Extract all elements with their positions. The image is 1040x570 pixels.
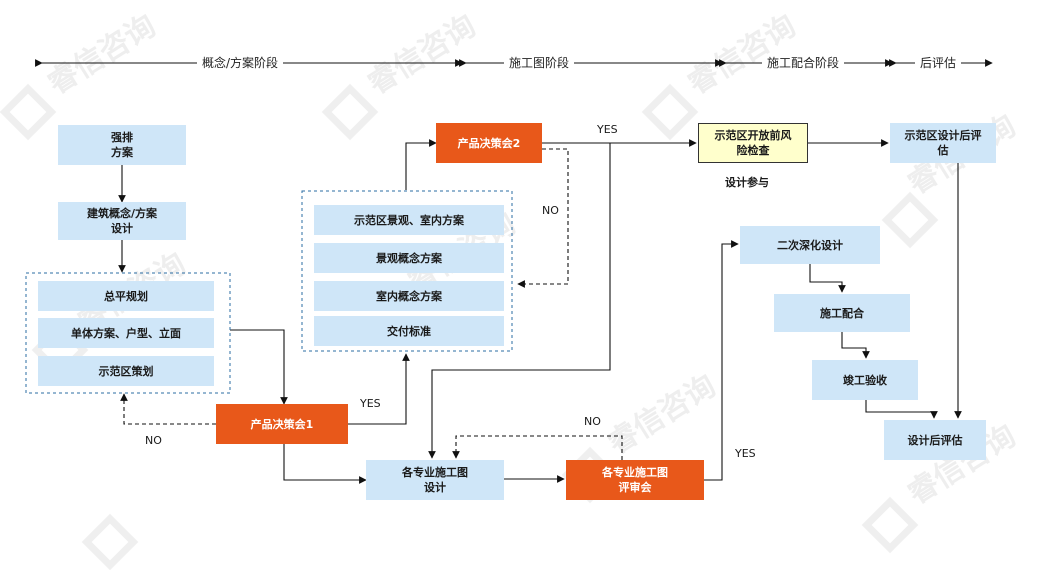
phase-label-construction-drawing: 施工图阶段 [504,56,575,70]
arrow-decision1-yes [348,353,410,425]
box-deepening: 二次深化设计 [740,226,880,264]
arrow-acceptance-posteval [865,400,938,419]
box-construction-review: 各专业施工图 评审会 [566,460,704,500]
box-qiangpai: 强排 方案 [58,125,186,165]
box-post-eval: 设计后评估 [884,420,986,460]
arrow-group-decision1 [230,329,288,405]
phase-label-construction-support: 施工配合阶段 [762,56,845,70]
label-yes-decision1: YES [360,397,381,410]
arrow-review-yes [704,240,739,481]
box-construction-design: 各专业施工图 设计 [366,460,504,500]
box-decision-2: 产品决策会2 [436,123,542,163]
box-interior-concept: 室内概念方案 [314,281,504,311]
box-decision-1: 产品决策会1 [216,404,348,444]
phase-label-concept: 概念/方案阶段 [197,56,284,70]
group-landscape-dashed [301,190,513,352]
box-shifanqu-cehua: 示范区策划 [38,356,214,386]
label-no-review: NO [584,415,601,428]
box-post-eval-design: 示范区设计后评 估 [890,123,996,163]
arrow-deepening-coordination [809,264,846,293]
label-no-decision2: NO [542,204,559,217]
arrow-decision2-no [517,148,569,288]
arrow-review-no [452,435,623,460]
arrow-decision1-no [120,393,216,425]
arrow-decision1-construction [283,444,367,484]
arrow-coordination-acceptance [841,332,870,359]
box-danti: 单体方案、户型、立面 [38,318,214,348]
flow-connectors [25,59,993,484]
box-zongping: 总平规划 [38,281,214,311]
label-no-decision1: NO [145,434,162,447]
box-acceptance: 竣工验收 [812,360,918,400]
box-landscape-interior: 示范区景观、室内方案 [314,205,504,235]
label-yes-decision2: YES [597,123,618,136]
group-concept-dashed [25,272,231,394]
box-coordination: 施工配合 [774,294,910,332]
box-landscape-concept: 景观概念方案 [314,243,504,273]
box-jianzhu: 建筑概念/方案 设计 [58,202,186,240]
box-delivery-standard: 交付标准 [314,316,504,346]
arrow-group2-decision2 [405,139,437,190]
label-yes-review: YES [735,447,756,460]
label-design-participation: 设计参与 [725,176,769,189]
box-risk-check: 示范区开放前风 险检查 [698,123,808,163]
arrow-decision2-construction [428,143,611,459]
phase-label-post-evaluation: 后评估 [915,56,962,70]
